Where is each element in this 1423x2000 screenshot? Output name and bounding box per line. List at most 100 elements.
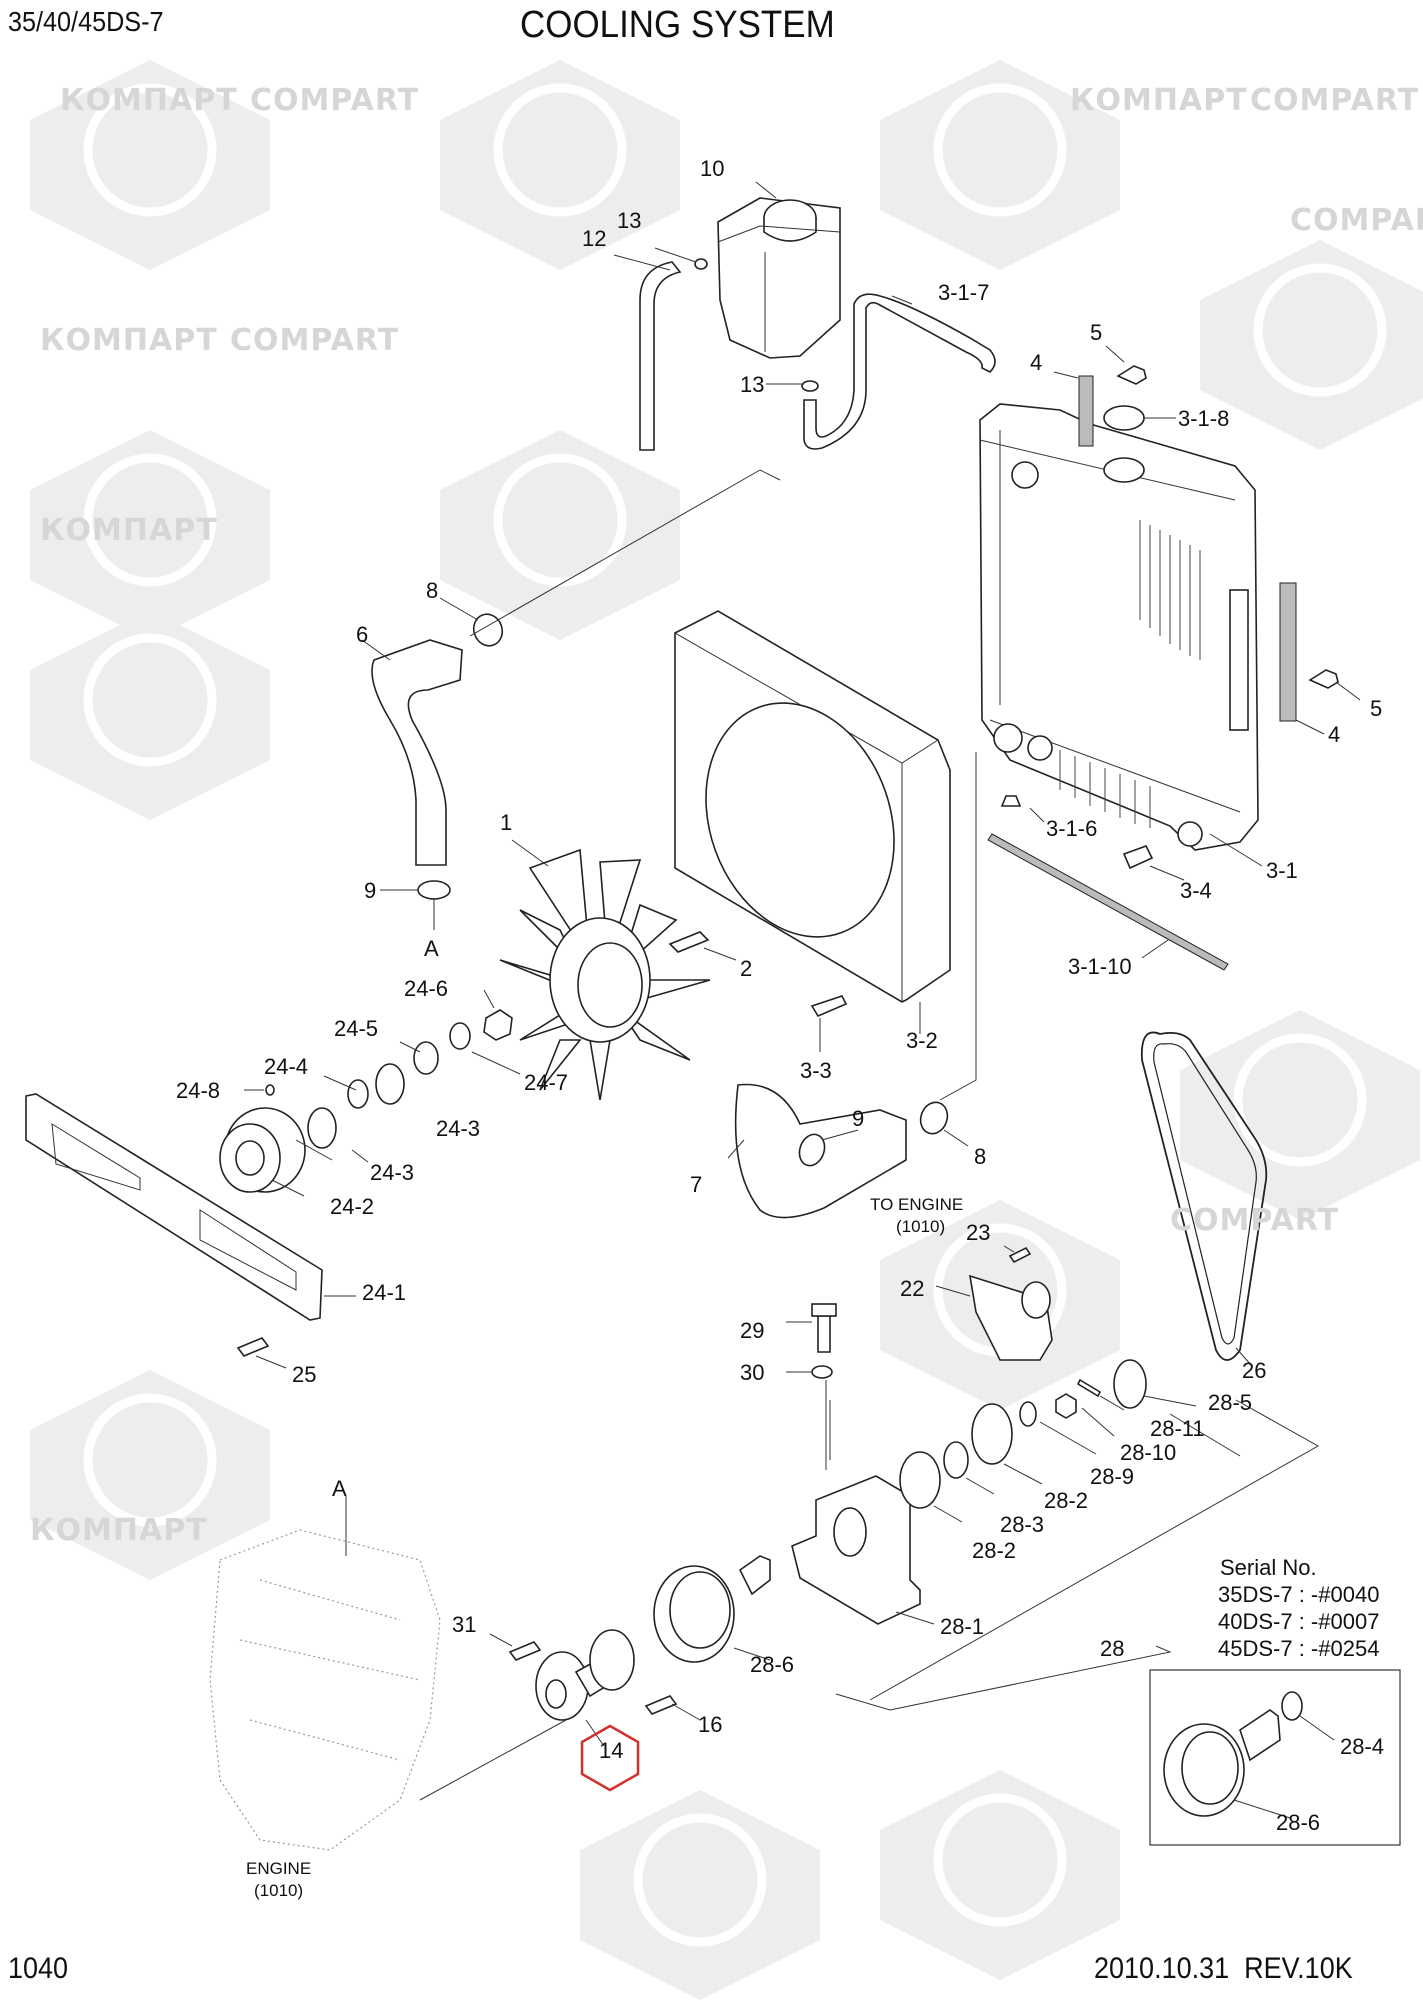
callout-8a[interactable]: 8 [426,578,439,603]
bearing-28-2a[interactable] [899,1451,941,1509]
callout-28-2a[interactable]: 28-2 [972,1538,1017,1563]
callout-26[interactable]: 26 [1242,1358,1267,1383]
drain-cock-3-1-6[interactable] [1000,795,1022,807]
callout-28[interactable]: 28 [1100,1636,1125,1661]
callout-3-4[interactable]: 3-4 [1180,878,1212,903]
mounting-plate-24-1[interactable] [25,1093,323,1321]
callout-10[interactable]: 10 [700,156,725,181]
callout-14[interactable]: 14 [599,1738,624,1763]
callout-2[interactable]: 2 [740,956,753,981]
callout-29[interactable]: 29 [740,1318,765,1343]
callout-5a[interactable]: 5 [1090,320,1103,345]
callout-28-4[interactable]: 28-4 [1340,1734,1385,1759]
nut-24-6[interactable] [483,1009,513,1041]
callout-24-3b[interactable]: 24-3 [436,1116,481,1141]
seal-strip-3-1-10[interactable] [987,833,1229,971]
callout-28-6a[interactable]: 28-6 [750,1652,795,1677]
universal-joint-14[interactable] [535,1629,635,1721]
radiator-hose-3-1-7[interactable] [803,293,996,450]
engine-ref[interactable]: (1010) [254,1881,304,1900]
callout-24-6[interactable]: 24-6 [404,976,449,1001]
bracket-4b[interactable] [1279,582,1297,722]
bolt-25[interactable] [236,1337,270,1357]
callout-13a[interactable]: 13 [617,208,642,233]
callout-3-1[interactable]: 3-1 [1266,858,1298,883]
pulley-24-2[interactable] [219,1107,306,1193]
bolt-31[interactable] [508,1641,542,1661]
callout-23[interactable]: 23 [966,1220,991,1245]
callout-9a[interactable]: 9 [364,878,377,903]
callout-3-3[interactable]: 3-3 [800,1058,832,1083]
callout-a-top[interactable]: A [424,936,439,961]
callout-28-5[interactable]: 28-5 [1208,1390,1253,1415]
nut-28-10[interactable] [1055,1393,1077,1419]
callout-28-1[interactable]: 28-1 [940,1614,985,1639]
bolt-29[interactable] [811,1303,837,1353]
cotter-pin-28-11[interactable] [1076,1378,1102,1398]
callout-4b[interactable]: 4 [1328,722,1341,747]
callout-24-8[interactable]: 24-8 [176,1078,221,1103]
callout-28-2b[interactable]: 28-2 [1044,1488,1089,1513]
callout-1[interactable]: 1 [500,810,513,835]
callout-28-9[interactable]: 28-9 [1090,1464,1135,1489]
callout-a-bottom[interactable]: A [332,1476,347,1501]
callout-24-7[interactable]: 24-7 [524,1070,569,1095]
callout-3-2[interactable]: 3-2 [906,1028,938,1053]
fan-1[interactable] [499,848,711,1101]
callout-28-10[interactable]: 28-10 [1120,1440,1177,1465]
bracket-4a[interactable] [1078,375,1094,447]
hose-clamp-8b[interactable] [916,1099,951,1138]
callout-13b[interactable]: 13 [740,372,765,397]
bolt-5a[interactable] [1116,365,1147,385]
bolt-3-3[interactable] [810,995,848,1018]
tensioner-22[interactable] [968,1274,1053,1361]
callout-28-11[interactable]: 28-11 [1150,1416,1205,1441]
bolt-23[interactable] [1008,1246,1032,1264]
upper-hose-6[interactable] [371,639,463,866]
reservoir-tank[interactable] [717,197,841,359]
pillow-block-28-1[interactable] [791,1475,921,1625]
callout-24-1[interactable]: 24-1 [362,1280,407,1305]
callout-30[interactable]: 30 [740,1360,765,1385]
to-engine-ref[interactable]: (1010) [896,1217,946,1236]
callout-7[interactable]: 7 [690,1172,703,1197]
spacer-24-4[interactable] [347,1079,369,1109]
grease-nipple-24-8[interactable] [265,1084,275,1096]
bearing-24-3b[interactable] [375,1063,405,1105]
bearing-28-2b[interactable] [971,1403,1013,1465]
highlight-part-14[interactable] [580,1724,640,1792]
callout-6[interactable]: 6 [356,622,369,647]
hose-clamp-9b[interactable] [795,1131,828,1169]
callout-8b[interactable]: 8 [974,1144,987,1169]
snap-ring-24-5[interactable] [413,1041,439,1075]
callout-5b[interactable]: 5 [1370,696,1383,721]
coupling-drum-28-6[interactable] [653,1555,771,1663]
fan-shroud-3-2[interactable] [674,610,951,1003]
callout-9b[interactable]: 9 [852,1106,865,1131]
callout-24-2[interactable]: 24-2 [330,1194,375,1219]
radiator-3-1[interactable] [979,403,1259,851]
callout-3-1-6[interactable]: 3-1-6 [1046,816,1098,841]
callout-4a[interactable]: 4 [1030,350,1043,375]
snap-ring-28-5[interactable] [1113,1359,1147,1409]
overflow-hose-12[interactable] [639,261,682,451]
callout-24-3a[interactable]: 24-3 [370,1160,415,1185]
v-belt-26[interactable] [1140,1031,1268,1361]
bearing-24-3a[interactable] [307,1107,337,1149]
callout-31[interactable]: 31 [452,1612,477,1637]
bolt-2[interactable] [668,931,710,953]
callout-16[interactable]: 16 [698,1712,723,1737]
callout-12[interactable]: 12 [582,226,607,251]
callout-22[interactable]: 22 [900,1276,925,1301]
callout-28-6b[interactable]: 28-6 [1276,1810,1321,1835]
washer-28-9[interactable] [1019,1401,1037,1427]
washer-24-7[interactable] [449,1022,471,1050]
bolt-5b[interactable] [1308,669,1339,689]
hose-clamp-13b[interactable] [801,380,819,392]
hose-clamp-13a[interactable] [694,258,708,270]
callout-3-1-8[interactable]: 3-1-8 [1178,406,1230,431]
bolt-16[interactable] [644,1695,678,1715]
callout-3-1-10[interactable]: 3-1-10 [1068,954,1132,979]
callout-25[interactable]: 25 [292,1362,317,1387]
callout-24-5[interactable]: 24-5 [334,1016,379,1041]
